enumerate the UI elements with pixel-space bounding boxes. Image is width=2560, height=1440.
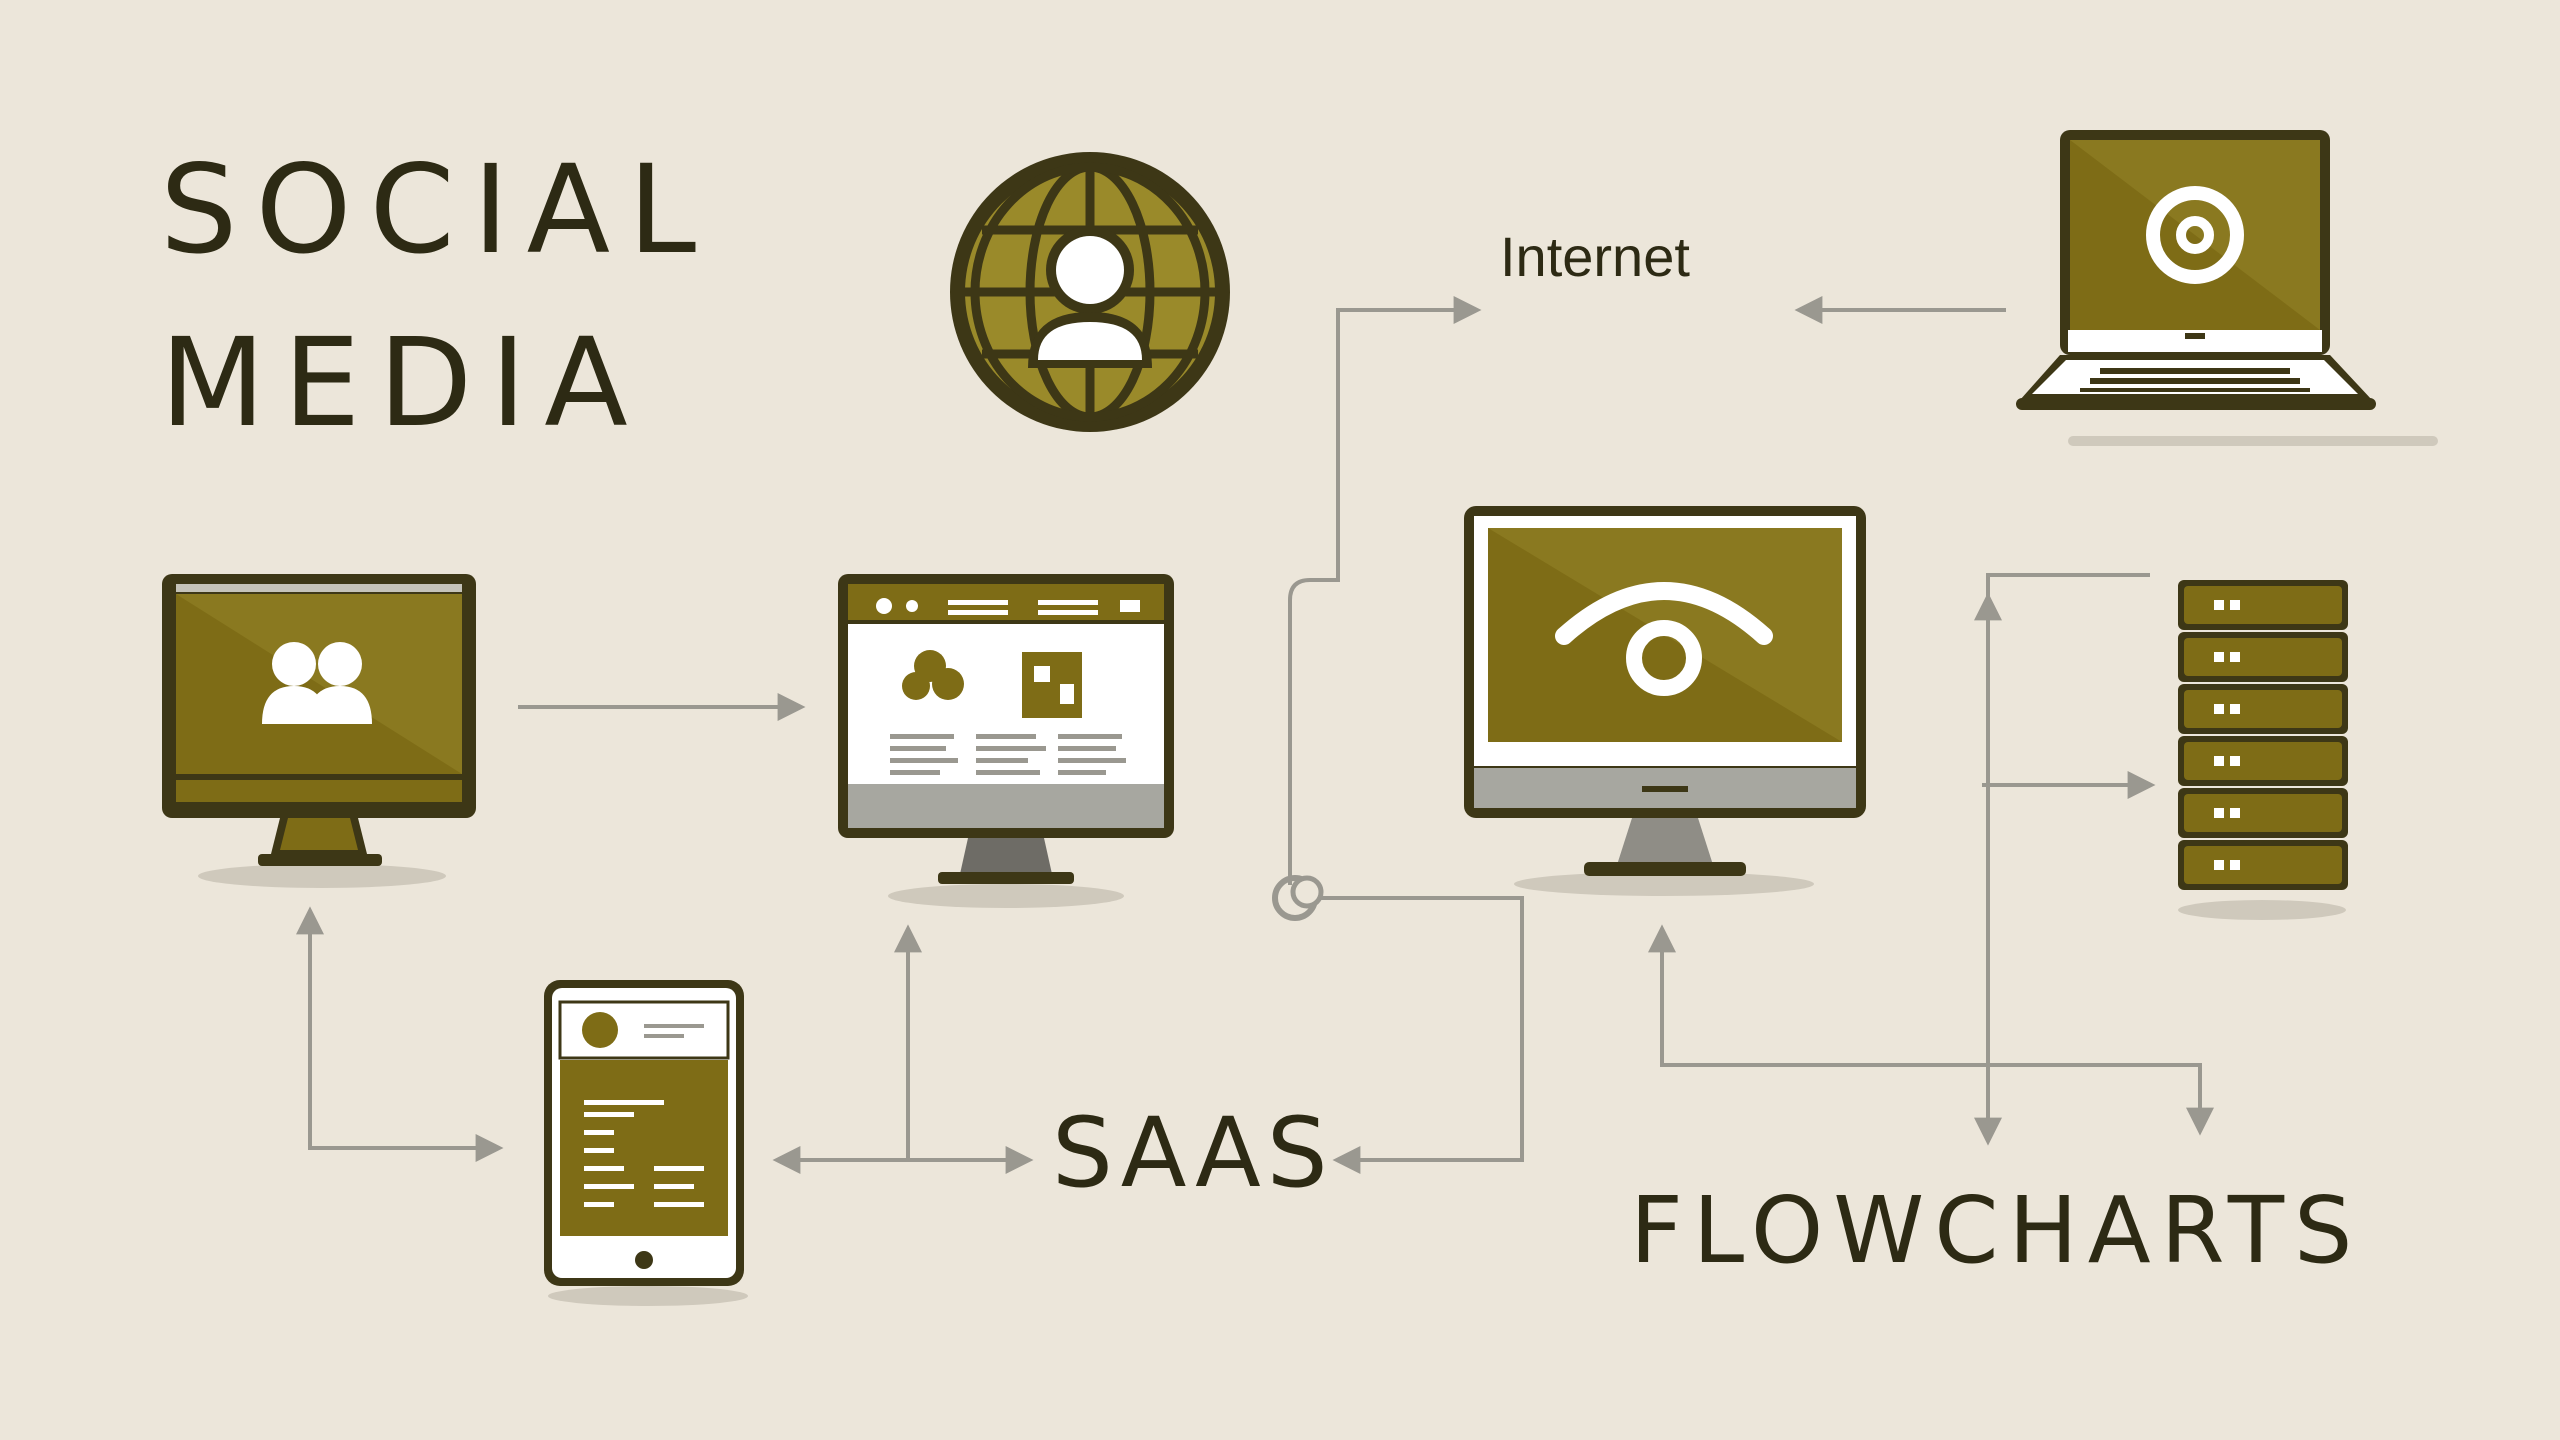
- server-stack-icon[interactable]: [2178, 580, 2348, 920]
- tablet-icon[interactable]: [544, 980, 748, 1306]
- title-line-2: MEDIA: [160, 312, 646, 454]
- globe-user-icon[interactable]: [950, 152, 1230, 432]
- title-line-1: SOCIAL: [160, 139, 714, 281]
- cloud-connector-icon[interactable]: [1272, 875, 1324, 921]
- flowcharts-label: FLOWCHARTS: [1630, 1177, 2362, 1284]
- internet-label: Internet: [1500, 225, 1690, 288]
- connector-server-bus: [1974, 573, 2150, 1146]
- laptop-at-sign-icon[interactable]: [2016, 130, 2438, 446]
- saas-label: SAAS: [1052, 1097, 1334, 1209]
- connector-eye-to-flowcharts: [1648, 924, 2214, 1136]
- monitor-webpage-icon[interactable]: [838, 574, 1174, 908]
- server-units: [2178, 580, 2348, 890]
- connector-users-to-tablet: [296, 906, 504, 1162]
- monitor-eye-icon[interactable]: [1464, 506, 1866, 896]
- monitor-users-icon[interactable]: [162, 574, 476, 888]
- connector-cloud-to-saas: [1298, 896, 1524, 1174]
- connector-cloud-to-internet: [1288, 296, 1482, 885]
- connectors: [296, 296, 2214, 1174]
